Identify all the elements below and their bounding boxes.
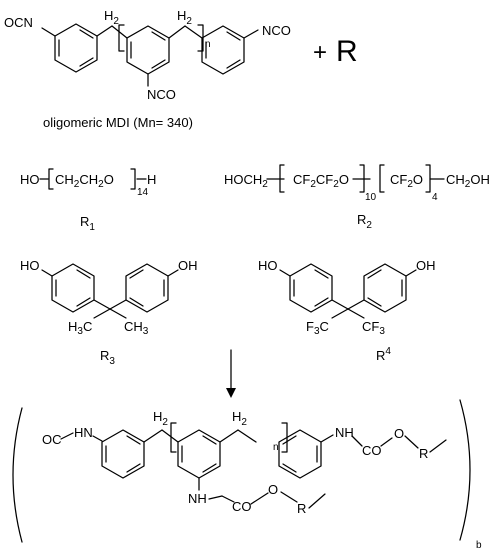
oligomeric-mdi-structure: OCN H2 NCO H2 n NCO xyxy=(4,8,291,102)
r4-cf3-left: F3C xyxy=(306,319,329,337)
r2-structure: HOCH2 CF2CF2O 10 CF2O 4 CH2OH R2 xyxy=(224,164,490,231)
r3-methyl-left: H3C xyxy=(68,319,92,337)
r1-ho: HO xyxy=(20,172,40,187)
product-hn-left: HN xyxy=(74,425,93,440)
nco-group-label-right: NCO xyxy=(262,23,291,38)
product-nh-bottom: NH xyxy=(188,491,207,506)
r1-bracket-right xyxy=(130,168,136,190)
repeat-bracket-left xyxy=(118,24,125,52)
product-carbonyl-right: CO xyxy=(362,443,382,458)
product-oc-end: OC xyxy=(42,432,62,447)
r4-ho: HO xyxy=(258,258,278,273)
r1-structure: HO CH2CH2O 14 H R1 xyxy=(20,168,156,233)
r2-count-2: 4 xyxy=(432,192,438,203)
r3-oh: OH xyxy=(178,258,198,273)
product-ch2-left: H2 xyxy=(153,409,168,428)
r4-structure: HO F3C CF3 OH R4 xyxy=(258,258,436,363)
r3-methyl-right: CH3 xyxy=(124,319,149,337)
r2-count-1: 10 xyxy=(365,192,377,203)
r1-count: 14 xyxy=(137,187,149,198)
reaction-arrow xyxy=(226,349,236,398)
r3-structure: HO H3C CH3 OH R3 xyxy=(20,258,198,367)
r1-label: R1 xyxy=(80,214,95,233)
outer-paren-left xyxy=(12,407,23,543)
r2-bracket-2-right xyxy=(425,164,431,193)
repeat-subscript-n: n xyxy=(205,39,211,50)
r2-unit-2: CF2O xyxy=(390,172,423,190)
product-carbonyl-bottom: CO xyxy=(232,499,252,514)
mdi-caption: oligomeric MDI (Mn= 340) xyxy=(43,115,193,130)
r2-bracket-2-left xyxy=(379,164,385,193)
product-r-right: R xyxy=(419,446,428,461)
r1-unit: CH2CH2O xyxy=(55,172,114,190)
polyurethane-product-structure: b OC HN H2 H2 n NH C xyxy=(12,399,482,550)
nco-group-label-bottom: NCO xyxy=(147,87,176,102)
ocn-group-label: OCN xyxy=(4,15,33,30)
r1-bracket-left xyxy=(48,168,54,190)
r2-bracket-1-right xyxy=(359,164,365,193)
product-ch2-right: H2 xyxy=(232,409,247,428)
r1-h: H xyxy=(147,172,156,187)
ch2-label-left: H2 xyxy=(104,8,119,27)
product-oxygen-right: O xyxy=(394,426,404,441)
product-oxygen-bottom: O xyxy=(268,482,278,497)
r3-ho: HO xyxy=(20,258,40,273)
r2-label: R2 xyxy=(357,212,372,231)
plus-sign: + xyxy=(313,39,327,66)
outer-paren-right xyxy=(459,399,471,541)
product-r-bottom: R xyxy=(297,501,306,516)
r2-ch2oh: CH2OH xyxy=(446,172,490,190)
product-bracket-left xyxy=(170,422,177,453)
ch2-label-right: H2 xyxy=(177,8,192,27)
r4-oh: OH xyxy=(416,258,436,273)
r2-bracket-1-left xyxy=(279,164,285,193)
r3-label: R3 xyxy=(100,348,115,367)
r4-cf3-right: CF3 xyxy=(362,319,385,337)
outer-subscript-b: b xyxy=(476,540,482,550)
product-repeat-n: n xyxy=(273,442,279,453)
r2-hoch2: HOCH2 xyxy=(224,172,268,190)
product-nh-right: NH xyxy=(335,425,354,440)
reagent-r: R xyxy=(336,35,358,68)
r4-label: R4 xyxy=(376,346,391,363)
r2-unit-1: CF2CF2O xyxy=(293,172,349,190)
